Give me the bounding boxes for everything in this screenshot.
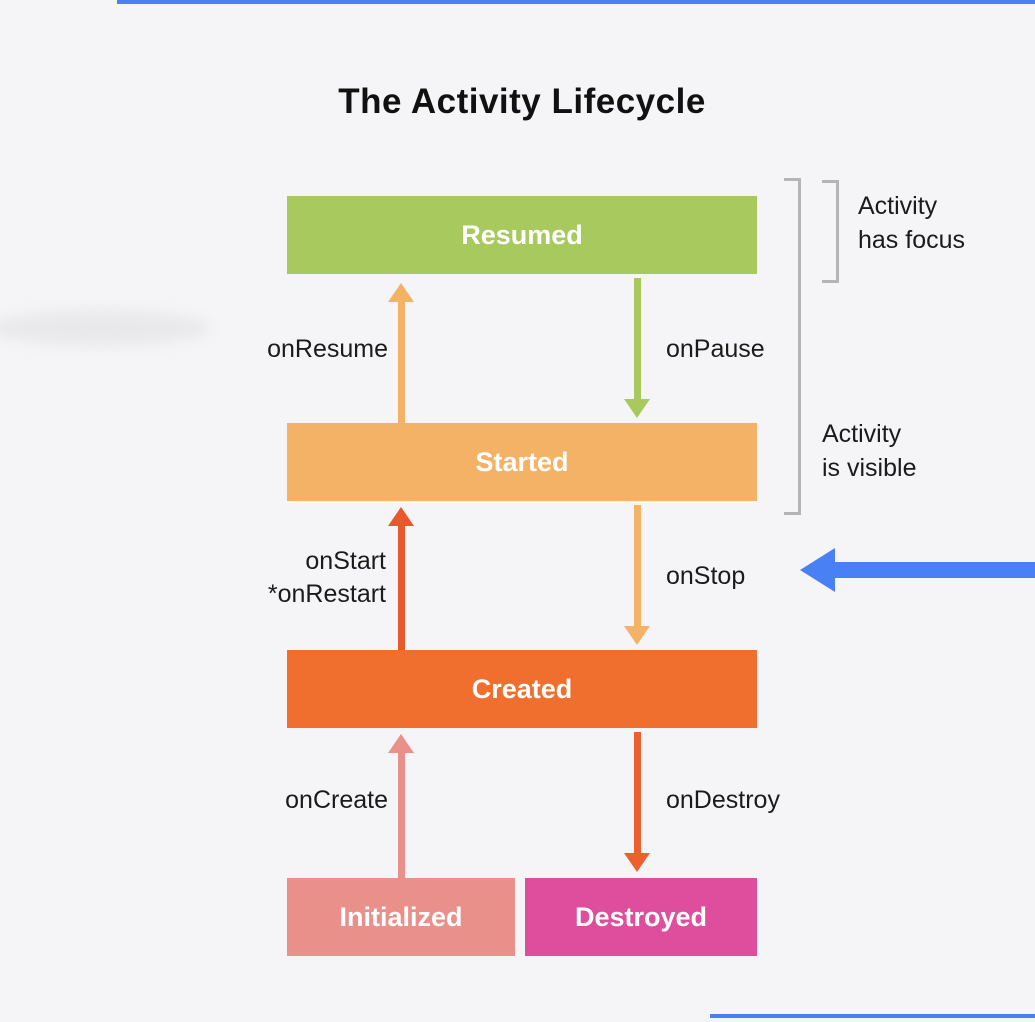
visible-annotation-line2: is visible: [822, 453, 917, 482]
state-label-created: Created: [471, 673, 573, 704]
on-start-label: onStart *onRestart: [198, 545, 386, 610]
on-start-label-line1: onStart: [305, 547, 386, 575]
on-create-label: onCreate: [285, 786, 388, 814]
state-label-destroyed: Destroyed: [574, 901, 708, 932]
on-destroy-label: onDestroy: [666, 786, 780, 814]
highlight-frame-top-line: [117, 0, 1035, 4]
focus-annotation-line1: Activity: [858, 192, 938, 220]
on-resume-arrow-icon: [388, 283, 414, 423]
on-pause-arrow-icon: [624, 278, 650, 418]
state-box-created: Created: [287, 650, 757, 728]
on-start-label-line2: *onRestart: [267, 579, 386, 608]
state-box-initialized: Initialized: [287, 878, 515, 956]
activity-is-visible-annotation: Activity is visible: [822, 418, 916, 486]
on-start-arrow-icon: [388, 507, 414, 650]
on-destroy-arrow-icon: [624, 732, 650, 872]
state-label-resumed: Resumed: [461, 219, 583, 250]
state-label-started: Started: [475, 446, 569, 477]
state-box-destroyed: Destroyed: [525, 878, 757, 956]
on-stop-arrow-icon: [624, 505, 650, 645]
blue-pointer-arrow-icon: [800, 548, 1035, 592]
visible-annotation-line1: Activity: [822, 420, 902, 448]
diagram-title: The Activity Lifecycle: [338, 82, 706, 121]
activity-visible-bracket: [784, 178, 801, 515]
background-smudge: [0, 310, 210, 346]
on-stop-label: onStop: [666, 562, 746, 590]
state-box-started: Started: [287, 423, 757, 501]
activity-has-focus-bracket: [822, 180, 839, 283]
state-box-resumed: Resumed: [287, 196, 757, 274]
activity-has-focus-annotation: Activity has focus: [858, 190, 965, 258]
on-pause-label: onPause: [666, 335, 765, 363]
focus-annotation-line2: has focus: [858, 225, 966, 254]
on-resume-label: onResume: [267, 335, 388, 363]
highlight-frame-bottom-line: [710, 1014, 1035, 1018]
on-create-arrow-icon: [388, 734, 414, 878]
state-label-initialized: Initialized: [339, 901, 463, 932]
